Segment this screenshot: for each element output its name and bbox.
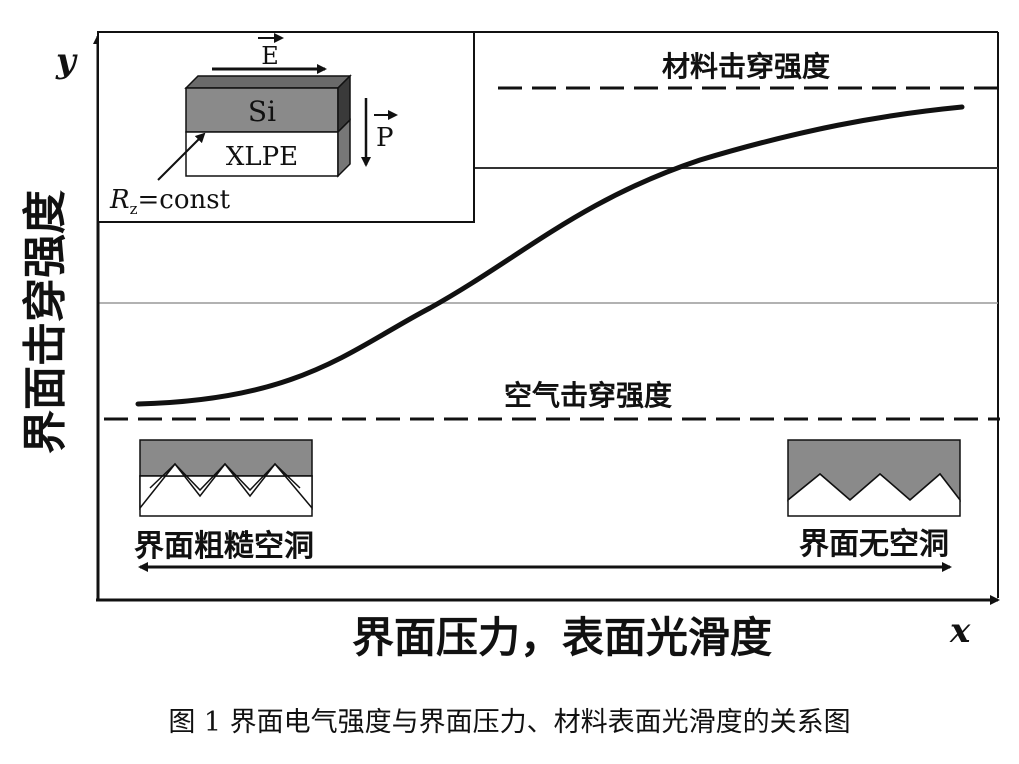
y-axis-letter: y	[55, 41, 78, 81]
x-axis-letter: x	[949, 611, 971, 651]
diagram-canvas: y x 界面击穿强度 界面压力，表面光滑度 材料击穿强度 空气击穿强度 E Si…	[20, 31, 1000, 662]
rough-surface-label: 界面粗糙空洞	[134, 529, 314, 564]
inset-panel: E Si XLPE P Rz=const	[97, 31, 475, 223]
x-axis-title: 界面压力，表面光滑度	[352, 613, 772, 662]
rz-pointer	[157, 132, 206, 181]
air-breakdown-label: 空气击穿强度	[504, 379, 672, 412]
smooth-interface-icon	[787, 439, 961, 517]
xlpe-side-face	[337, 118, 351, 178]
material-breakdown-label: 材料击穿强度	[662, 50, 830, 83]
xlpe-layer	[185, 131, 339, 177]
strength-curve	[135, 104, 965, 407]
si-label: Si	[248, 95, 276, 128]
smooth-surface-label: 界面无空洞	[799, 527, 949, 562]
si-layer	[185, 87, 339, 133]
rough-interface-icon	[139, 439, 313, 517]
y-axis-title: 界面击穿强度	[20, 190, 71, 454]
e-label: E	[261, 42, 279, 70]
xlpe-label: XLPE	[226, 142, 298, 172]
figure-caption: 图 1 界面电气强度与界面压力、材料表面光滑度的关系图	[168, 707, 851, 738]
rz-label: Rz=const	[109, 185, 231, 218]
si-top-face	[184, 75, 352, 89]
p-label: P	[376, 123, 394, 153]
